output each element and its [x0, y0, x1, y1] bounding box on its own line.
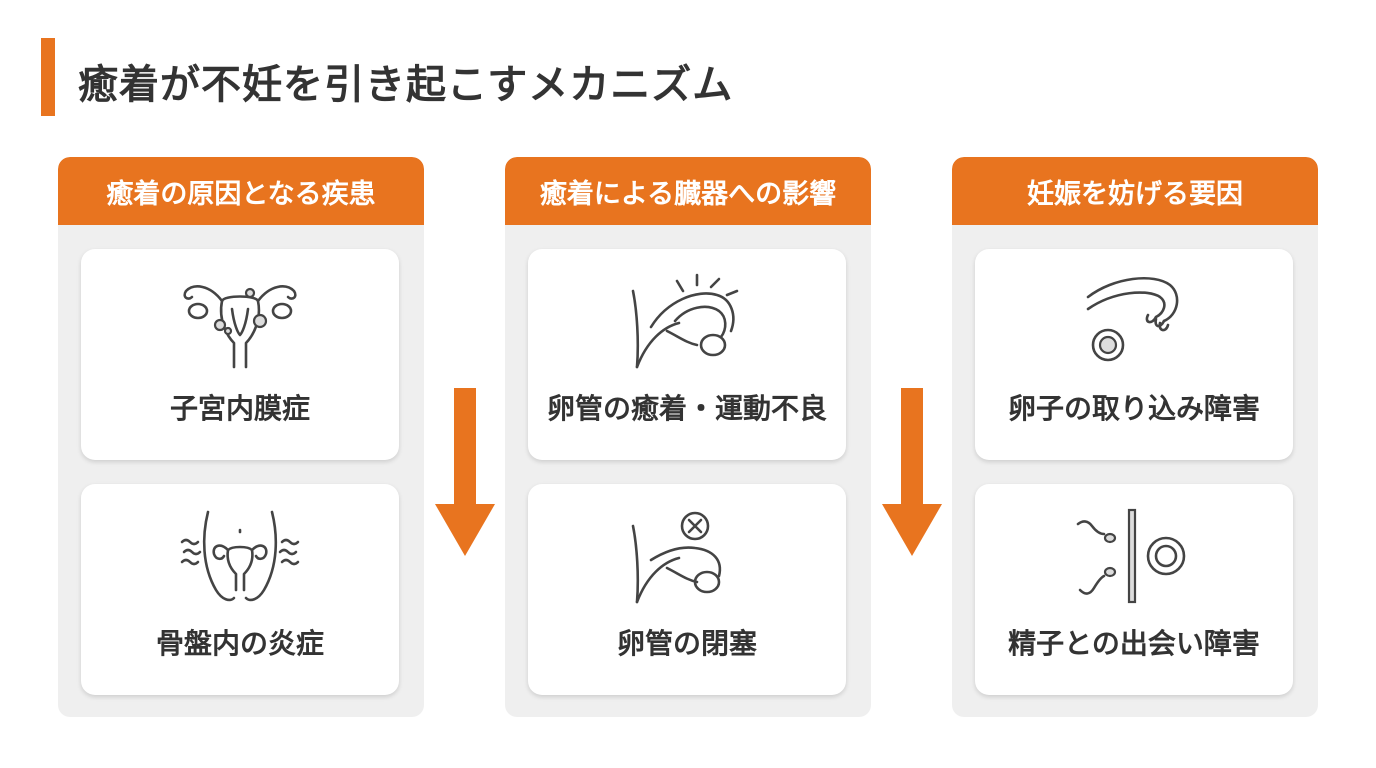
card-label: 卵子の取り込み障害 — [1007, 392, 1260, 425]
column-factors: 妊娠を妨げる要因 卵子の取り込み障害 精子との出会い障害 — [952, 157, 1318, 717]
sperm-barrier-icon — [1076, 508, 1186, 604]
card-endometriosis: 子宮内膜症 — [81, 249, 399, 460]
column-effects: 癒着による臓器への影響 卵管の癒着・運動不良 卵管の閉塞 — [505, 157, 871, 717]
card-sperm-barrier: 精子との出会い障害 — [975, 484, 1293, 695]
card-label: 骨盤内の炎症 — [155, 627, 324, 660]
title-accent-bar — [41, 38, 55, 116]
column-header: 妊娠を妨げる要因 — [952, 157, 1318, 225]
page-title: 癒着が不妊を引き起こすメカニズム — [78, 62, 734, 108]
uterus-endometriosis-icon — [183, 285, 297, 369]
card-label: 卵管の閉塞 — [616, 627, 757, 660]
egg-pickup-icon — [1086, 276, 1179, 362]
column-causes: 癒着の原因となる疾患 子宮内膜症 — [58, 157, 424, 717]
column-header: 癒着の原因となる疾患 — [58, 157, 424, 225]
fallopian-blockage-icon — [631, 511, 722, 604]
fallopian-adhesion-icon — [631, 273, 739, 369]
card-fallopian-blockage: 卵管の閉塞 — [528, 484, 846, 695]
card-label: 卵管の癒着・運動不良 — [546, 392, 827, 425]
column-header: 癒着による臓器への影響 — [505, 157, 871, 225]
card-label: 子宮内膜症 — [169, 392, 310, 425]
pelvic-inflammation-icon — [180, 510, 300, 602]
card-egg-pickup: 卵子の取り込み障害 — [975, 249, 1293, 460]
card-label: 精子との出会い障害 — [1008, 627, 1260, 660]
arrow-down-icon — [882, 388, 942, 556]
card-pelvic-inflammation: 骨盤内の炎症 — [81, 484, 399, 695]
card-fallopian-adhesion: 卵管の癒着・運動不良 — [528, 249, 846, 460]
arrow-down-icon — [435, 388, 495, 556]
